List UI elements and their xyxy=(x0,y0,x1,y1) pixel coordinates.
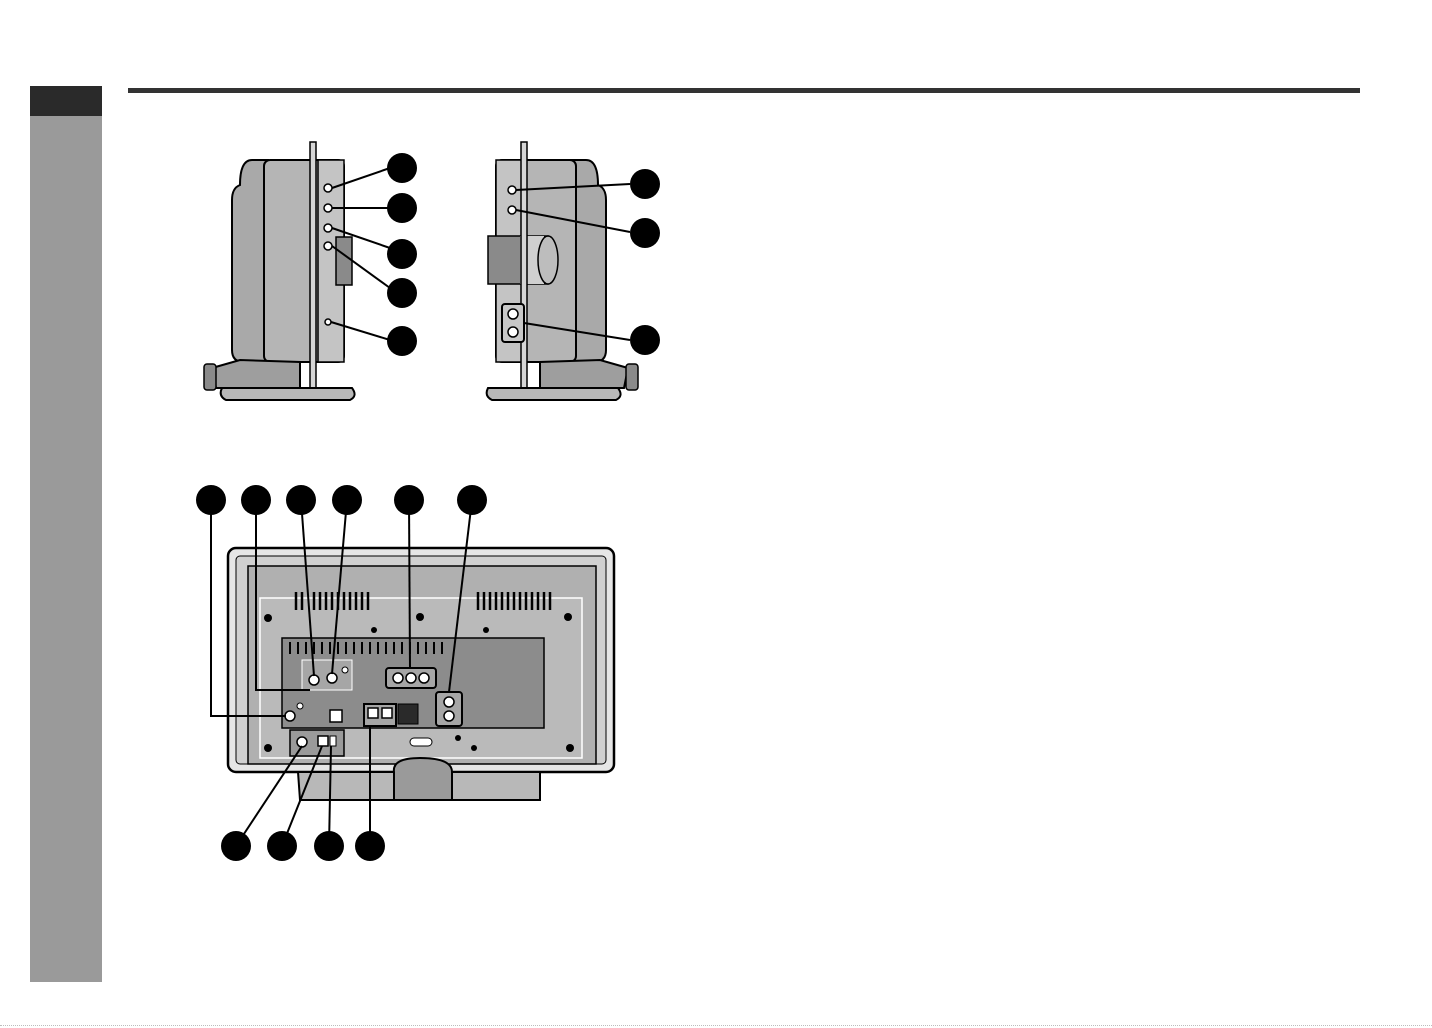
left-side-view xyxy=(204,142,417,400)
right-side-view xyxy=(487,142,660,400)
rear-view xyxy=(196,485,614,861)
